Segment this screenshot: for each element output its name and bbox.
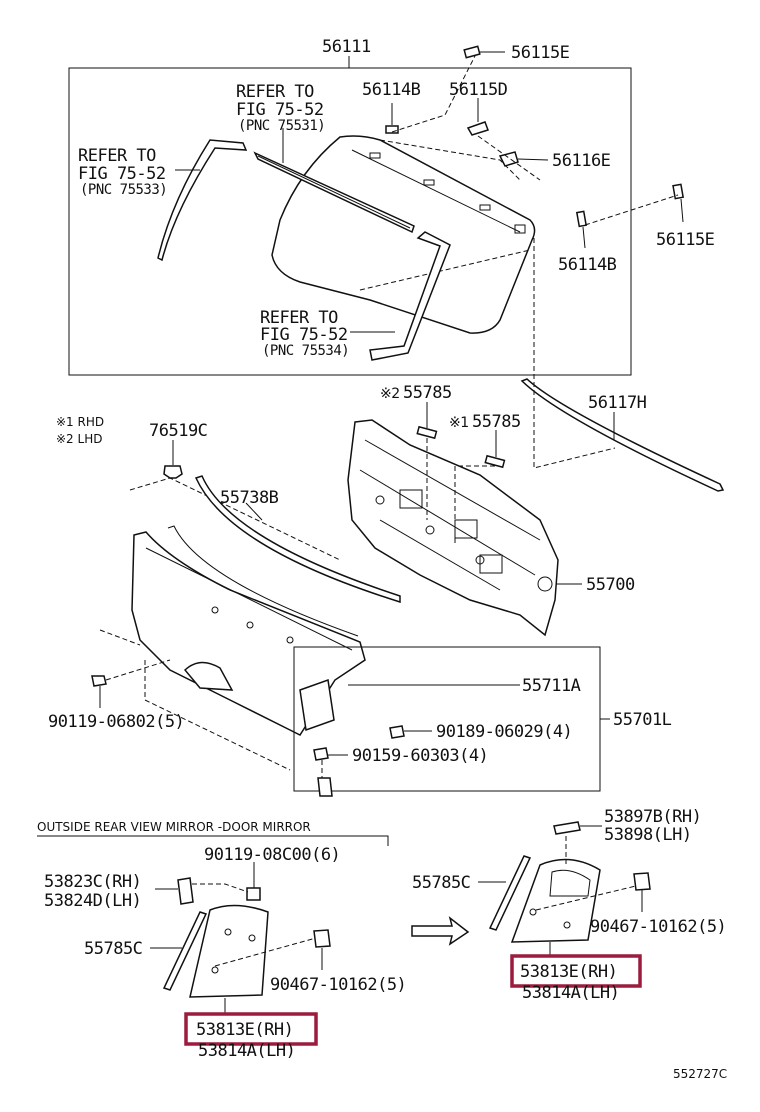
label-55785C-right: 55785C bbox=[412, 873, 470, 893]
label-55785C-left: 55785C bbox=[84, 939, 142, 959]
label-55785-a: 55785 bbox=[403, 383, 452, 403]
refer3-line3: (PNC 75534) bbox=[262, 343, 349, 359]
label-53823C: 53823C(RH) bbox=[44, 872, 141, 892]
label-53824D: 53824D(LH) bbox=[44, 891, 141, 911]
label-56114B-top: 56114B bbox=[362, 80, 421, 100]
label-53898: 53898(LH) bbox=[604, 825, 692, 845]
label-55701L: 55701L bbox=[613, 710, 672, 730]
figure-id: 552727C bbox=[673, 1067, 727, 1081]
highlight-53813E-left bbox=[184, 1012, 318, 1046]
label-55711A: 55711A bbox=[522, 676, 581, 696]
label-56115E-top: 56115E bbox=[511, 43, 570, 63]
label-53813E-left[interactable]: 53813E(RH) bbox=[196, 1020, 294, 1040]
label-76519C: 76519C bbox=[149, 421, 207, 441]
label-90119-06802: 90119-06802(5) bbox=[48, 712, 184, 732]
label-53897B: 53897B(RH) bbox=[604, 807, 701, 827]
label-56116E: 56116E bbox=[552, 151, 611, 171]
mark-rhd-55785: ※1 bbox=[449, 415, 469, 431]
label-55738B: 55738B bbox=[220, 488, 279, 508]
label-90467-left: 90467-10162(5) bbox=[270, 975, 406, 995]
refer1-line3: (PNC 75531) bbox=[238, 118, 325, 134]
label-56115D: 56115D bbox=[449, 80, 508, 100]
label-90119-08C00: 90119-08C00(6) bbox=[204, 845, 340, 865]
cover-53813E-right bbox=[510, 858, 601, 943]
label-53814A-right: 53814A(LH) bbox=[522, 983, 619, 1003]
legend-rhd: ※1 RHD bbox=[56, 415, 104, 429]
windshield-frame bbox=[68, 67, 632, 376]
cover-53813E-left bbox=[189, 904, 269, 998]
label-90159-60303: 90159-60303(4) bbox=[352, 746, 488, 766]
label-56114B-right: 56114B bbox=[558, 255, 617, 275]
refer2-line1: REFER TO bbox=[78, 146, 156, 166]
label-56111: 56111 bbox=[322, 37, 371, 57]
label-55785-b: 55785 bbox=[472, 412, 521, 432]
label-53814A-left: 53814A(LH) bbox=[198, 1041, 295, 1061]
refer1-line2: FIG 75-52 bbox=[236, 100, 324, 120]
label-55700: 55700 bbox=[586, 575, 635, 595]
refer3-line2: FIG 75-52 bbox=[260, 325, 348, 345]
arrow-icon bbox=[411, 916, 470, 946]
mark-lhd-55785: ※2 bbox=[380, 386, 400, 402]
refer2-line2: FIG 75-52 bbox=[78, 164, 166, 184]
windshield-glass bbox=[271, 135, 536, 334]
label-90189-06029: 90189-06029(4) bbox=[436, 722, 572, 742]
seal-55785C-right bbox=[488, 855, 532, 931]
highlight-53813E-right bbox=[510, 954, 642, 988]
weatherstrip-56117H bbox=[520, 378, 725, 492]
label-53813E-right[interactable]: 53813E(RH) bbox=[520, 962, 618, 982]
label-56115E-right: 56115E bbox=[656, 230, 715, 250]
mirror-section: OUTSIDE REAR VIEW MIRROR -DOOR MIRROR 90… bbox=[37, 807, 727, 1061]
refer1-line1: REFER TO bbox=[236, 82, 314, 102]
windshield-group: 56111 bbox=[68, 37, 715, 376]
cowl-group: 56117H ※1 RHD ※2 LHD ※2 55785 ※1 55785 5… bbox=[48, 238, 725, 797]
weatherstrip-55738B bbox=[194, 475, 401, 604]
cowl-panel-55700 bbox=[347, 419, 559, 637]
seal-55785C-left bbox=[162, 911, 208, 991]
section-title: OUTSIDE REAR VIEW MIRROR -DOOR MIRROR bbox=[37, 820, 311, 834]
label-56117H: 56117H bbox=[588, 393, 647, 413]
legend-lhd: ※2 LHD bbox=[56, 432, 102, 446]
refer3-line1: REFER TO bbox=[260, 308, 338, 328]
refer2-line3: (PNC 75533) bbox=[80, 182, 167, 198]
label-90467-right: 90467-10162(5) bbox=[590, 917, 726, 937]
